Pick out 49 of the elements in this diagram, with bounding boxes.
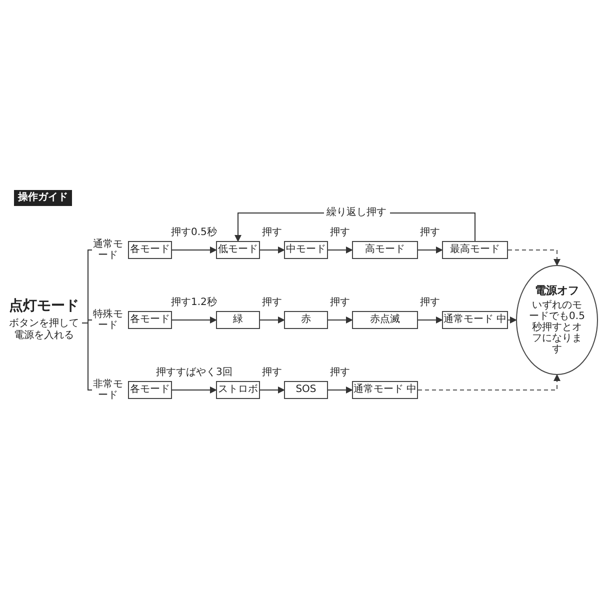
edge-label: 押す bbox=[330, 227, 350, 238]
mode-box: 各モード bbox=[128, 381, 172, 399]
row-label: 非常モード bbox=[92, 378, 124, 402]
row-label: 通常モード bbox=[92, 238, 124, 262]
bracket-line bbox=[82, 322, 92, 390]
mode-box: 高モード bbox=[352, 241, 418, 259]
mode-box: 最高モード bbox=[442, 241, 508, 259]
arrow bbox=[328, 386, 353, 394]
ellipse-note: いずれのモードでも0.5秒押すとオフになります bbox=[529, 300, 585, 355]
edge-label: 押す1.2秒 bbox=[171, 297, 217, 308]
mode-box: 緑 bbox=[216, 311, 260, 329]
ellipse-heading: 電源オフ bbox=[535, 285, 579, 298]
mode-box: 通常モード 中 bbox=[442, 311, 508, 329]
arrow bbox=[260, 246, 285, 254]
mode-box: SOS bbox=[284, 381, 328, 399]
edge-label: 押す bbox=[420, 227, 440, 238]
mode-heading: 点灯モード bbox=[9, 298, 79, 314]
guide-badge: 操作ガイド bbox=[14, 190, 72, 206]
mode-box: 各モード bbox=[128, 311, 172, 329]
edge-label: 押すすばやく3回 bbox=[156, 367, 232, 378]
arrow bbox=[260, 316, 285, 324]
edge-label: 押す0.5秒 bbox=[171, 227, 217, 238]
edge-label: 繰り返し押す bbox=[324, 207, 390, 218]
edge-label: 押す bbox=[262, 367, 282, 378]
arrow bbox=[328, 246, 353, 254]
arrow bbox=[172, 316, 217, 324]
mode-box: 赤 bbox=[284, 311, 328, 329]
mode-box: 低モード bbox=[216, 241, 260, 259]
mode-instruction: ボタンを押して電源を入れる bbox=[8, 318, 80, 342]
mode-box: 赤点滅 bbox=[352, 311, 418, 329]
arrow bbox=[328, 316, 353, 324]
arrow bbox=[418, 246, 443, 254]
edge-label: 押す bbox=[262, 297, 282, 308]
mode-box: 通常モード 中 bbox=[352, 381, 418, 399]
arrow bbox=[260, 386, 285, 394]
row-label: 特殊モード bbox=[92, 308, 124, 332]
edge-label: 押す bbox=[420, 297, 440, 308]
mode-box: 各モード bbox=[128, 241, 172, 259]
dashed-arrow bbox=[508, 316, 517, 324]
edge-label: 押す bbox=[262, 227, 282, 238]
edge-label: 押す bbox=[330, 367, 350, 378]
arrow bbox=[418, 316, 443, 324]
edge-label: 押す bbox=[330, 297, 350, 308]
dashed-arrow bbox=[508, 250, 560, 266]
mode-box: 中モード bbox=[284, 241, 328, 259]
mode-box: ストロボ bbox=[216, 381, 260, 399]
dashed-arrow bbox=[418, 374, 560, 390]
arrow bbox=[172, 246, 217, 254]
arrow bbox=[172, 386, 217, 394]
